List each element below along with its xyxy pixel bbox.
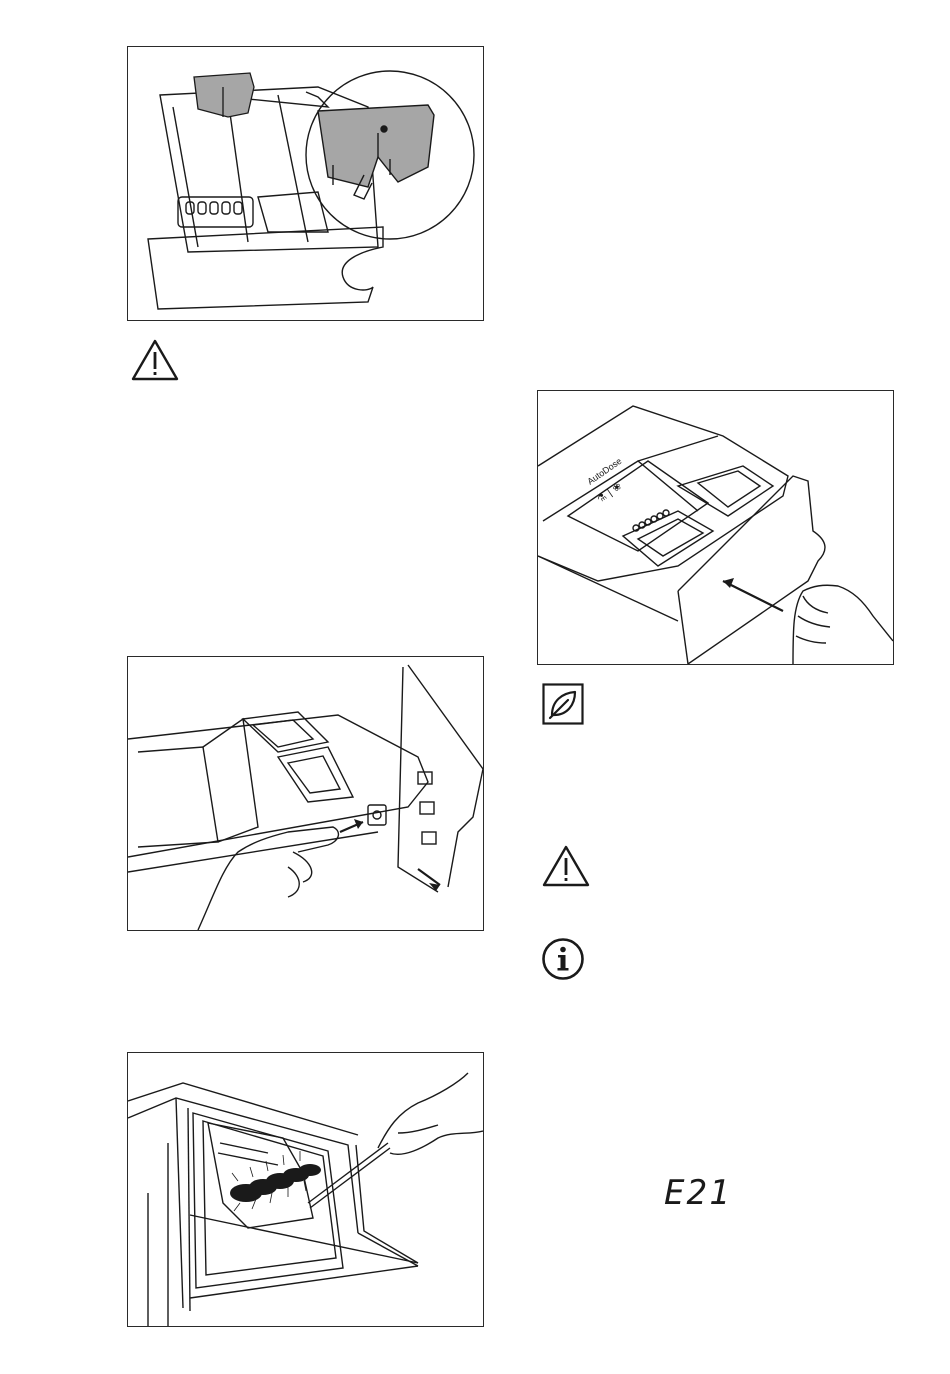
figure-softener-cover-removal <box>127 46 484 321</box>
figure-drawer-release-lever <box>127 656 484 931</box>
figure-autodose-drawer-insert: AutoDose ⚗ | ❀ <box>537 390 894 665</box>
figure-drawer-recess-brush <box>127 1052 484 1327</box>
leaf-icon <box>542 683 584 725</box>
warning-triangle-icon <box>541 844 591 888</box>
display-error-code: E21 <box>664 1176 731 1210</box>
recess-brush-illustration <box>128 1053 483 1326</box>
release-lever-illustration <box>128 657 483 930</box>
warning-triangle-icon <box>130 338 180 382</box>
autodose-drawer-illustration: AutoDose ⚗ | ❀ <box>538 391 893 664</box>
drawer-cover-illustration <box>128 47 483 320</box>
info-icon <box>541 937 585 981</box>
